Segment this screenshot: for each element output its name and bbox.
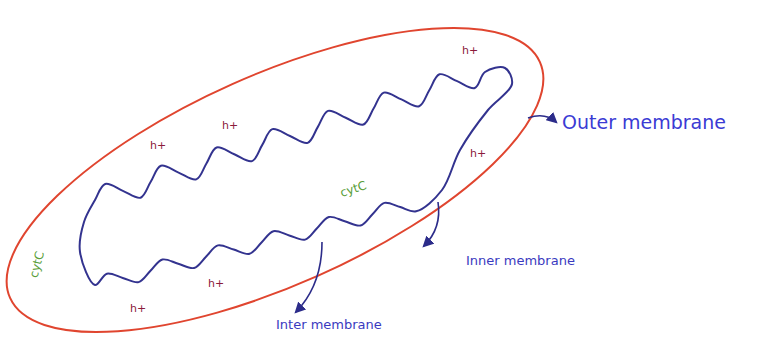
cytochrome-c-label: cytC: [28, 250, 48, 279]
proton-label: h+: [130, 303, 146, 315]
cytochrome-c-label: cytC: [339, 179, 369, 200]
part-name: Outer membrane: [562, 112, 726, 133]
leader-arrow: [424, 202, 439, 246]
proton-label: h+: [462, 45, 478, 57]
leader-arrow: [528, 116, 556, 122]
proton-label: h+: [208, 278, 224, 290]
proton-label: h+: [470, 148, 486, 160]
outer-membrane-outline: [0, 0, 583, 355]
proton-label: h+: [150, 140, 166, 152]
leader-arrow: [296, 242, 322, 312]
part-name: Inter membrane: [276, 318, 382, 332]
part-name: Inner membrane: [466, 254, 575, 268]
proton-label: h+: [222, 120, 238, 132]
inner-membrane-cristae: [80, 67, 513, 285]
